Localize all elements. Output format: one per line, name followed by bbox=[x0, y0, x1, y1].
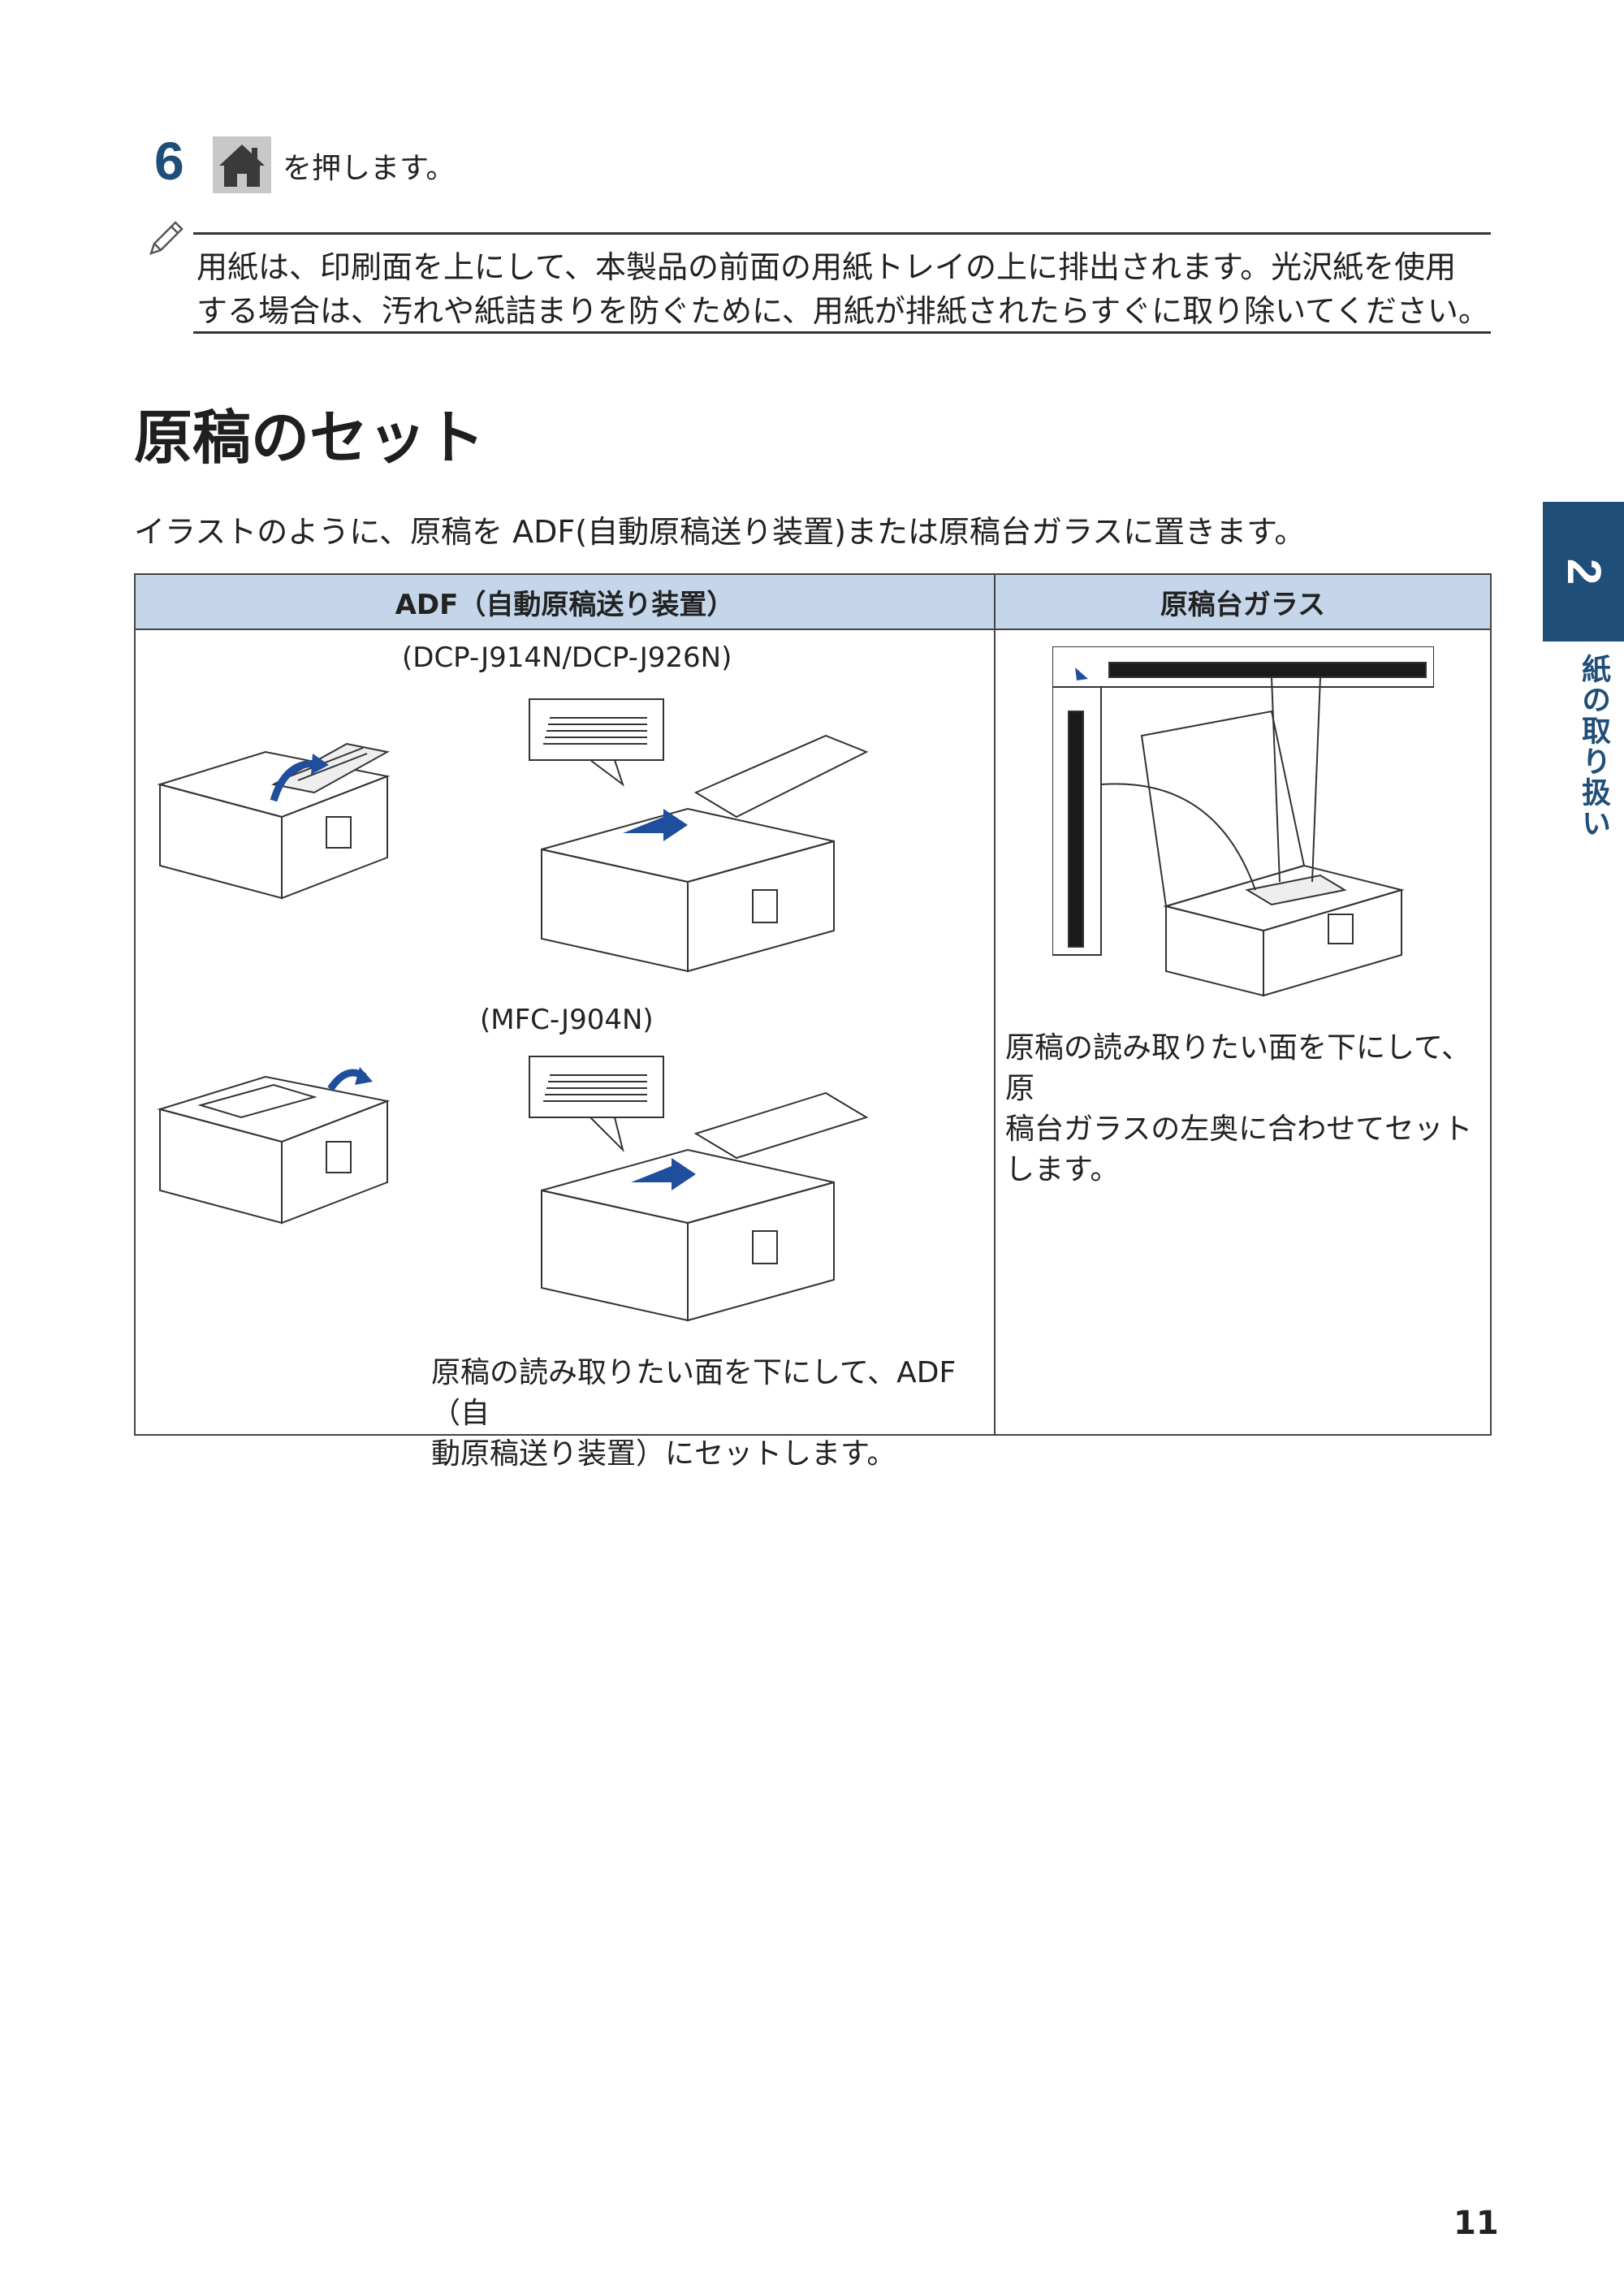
step-number: 6 bbox=[154, 131, 184, 191]
scanner-glass-illustration bbox=[1052, 646, 1434, 997]
chapter-tab: 2 bbox=[1543, 502, 1624, 642]
glass-cell: 原稿の読み取りたい面を下にして、原 稿台ガラスの左奥に合わせてセット します。 bbox=[993, 629, 1492, 1436]
page-number: 11 bbox=[1453, 2205, 1499, 2242]
glass-instruction: 原稿の読み取りたい面を下にして、原 稿台ガラスの左奥に合わせてセット します。 bbox=[1004, 1031, 1473, 1186]
section-intro: イラストのように、原稿を ADF(自動原稿送り装置)または原稿台ガラスに置きます… bbox=[134, 514, 1306, 550]
header-adf: ADF（自動原稿送り装置） bbox=[134, 573, 996, 630]
printer-illustration-1 bbox=[157, 742, 391, 900]
note-bottom-rule bbox=[193, 331, 1491, 334]
printer-illustration-4 bbox=[529, 1056, 869, 1322]
step-text: を押します。 bbox=[283, 152, 456, 185]
note-text: 用紙は、印刷面を上にして、本製品の前面の用紙トレイの上に排出されます。光沢紙を使… bbox=[197, 249, 1489, 329]
printer-illustration-3 bbox=[157, 1067, 391, 1225]
adf-instruction: 原稿の読み取りたい面を下にして、ADF（自 動原稿送り装置）にセットします。 bbox=[431, 1356, 957, 1471]
chapter-label: 紙の取り扱い bbox=[1577, 654, 1610, 839]
model-label-1: (DCP-J914N/DCP-J926N) bbox=[402, 642, 732, 674]
chapter-number: 2 bbox=[1557, 558, 1610, 585]
adf-cell: (DCP-J914N/DCP-J926N) bbox=[134, 629, 996, 1471]
pencil-icon bbox=[145, 218, 187, 260]
home-icon bbox=[213, 136, 271, 193]
printer-illustration-2 bbox=[529, 698, 869, 973]
loading-table: ADF（自動原稿送り装置） 原稿台ガラス (DCP-J914N/DCP-J926… bbox=[134, 573, 1492, 1471]
model-label-2: (MFC-J904N) bbox=[480, 1004, 654, 1036]
note-top-rule bbox=[193, 232, 1491, 235]
section-title: 原稿のセット bbox=[134, 404, 486, 472]
header-glass: 原稿台ガラス bbox=[993, 573, 1492, 630]
